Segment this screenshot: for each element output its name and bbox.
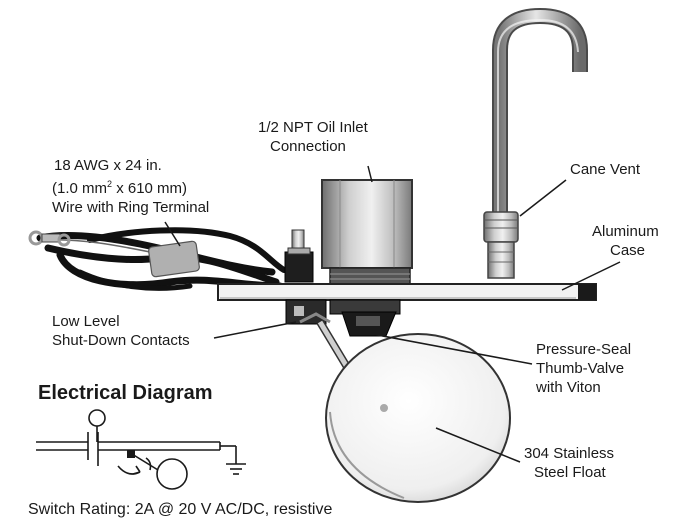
electrical-schematic (36, 409, 246, 490)
oil-inlet-line-2: Connection (270, 138, 346, 155)
wire-label: 18 AWG x 24 in. (1.0 mm2 x 610 mm) Wire … (52, 156, 209, 217)
leader-lines (164, 165, 621, 463)
float-arm (316, 319, 354, 375)
cane-vent-pipe (483, 7, 588, 279)
low-level-line-2: Shut-Down Contacts (52, 332, 190, 349)
wire-line-3: Wire with Ring Terminal (52, 199, 210, 216)
aluminum-case (217, 283, 597, 301)
low-level-line-1: Low Level (52, 313, 120, 330)
thumb-valve (329, 299, 401, 337)
float-line-2: Steel Float (534, 464, 606, 481)
oil-inlet-label: 1/2 NPT Oil Inlet Connection (258, 118, 368, 156)
oil-inlet-line-1: 1/2 NPT Oil Inlet (258, 119, 368, 136)
schematic-contact (127, 450, 135, 458)
terminal-post (284, 229, 314, 283)
wire-tape (148, 240, 200, 278)
aluminum-line-1: Aluminum (592, 223, 659, 240)
shutdown-contacts (285, 299, 331, 325)
ring-terminal (28, 230, 71, 247)
low-level-label: Low Level Shut-Down Contacts (52, 312, 190, 350)
wire-line-1: 18 AWG x 24 in. (54, 157, 162, 174)
pressure-seal-label: Pressure-Seal Thumb-Valve with Viton (536, 340, 631, 397)
pressure-line-2: Thumb-Valve (536, 360, 625, 377)
pressure-line-3: with Viton (536, 379, 601, 396)
wire-line-2b: x 610 mm) (112, 180, 188, 197)
aluminum-line-2: Case (610, 242, 646, 259)
electrical-diagram-title: Electrical Diagram (38, 382, 213, 404)
wire-line-2: (1.0 mm2 x 610 mm) (52, 175, 209, 198)
wire-line-2-superscript: 2 (107, 179, 113, 189)
switch-rating-text: Switch Rating: 2A @ 20 V AC/DC, resistiv… (28, 501, 333, 518)
oil-inlet-fitting (321, 179, 413, 285)
wire-line-2a: (1.0 mm (52, 180, 108, 197)
float-line-1: 304 Stainless (524, 445, 615, 462)
aluminum-case-label: Aluminum Case (592, 222, 659, 260)
cane-vent-label: Cane Vent (570, 161, 641, 178)
stainless-float (325, 333, 511, 503)
pressure-line-1: Pressure-Seal (536, 341, 632, 358)
float-label: 304 Stainless Steel Float (524, 444, 614, 482)
